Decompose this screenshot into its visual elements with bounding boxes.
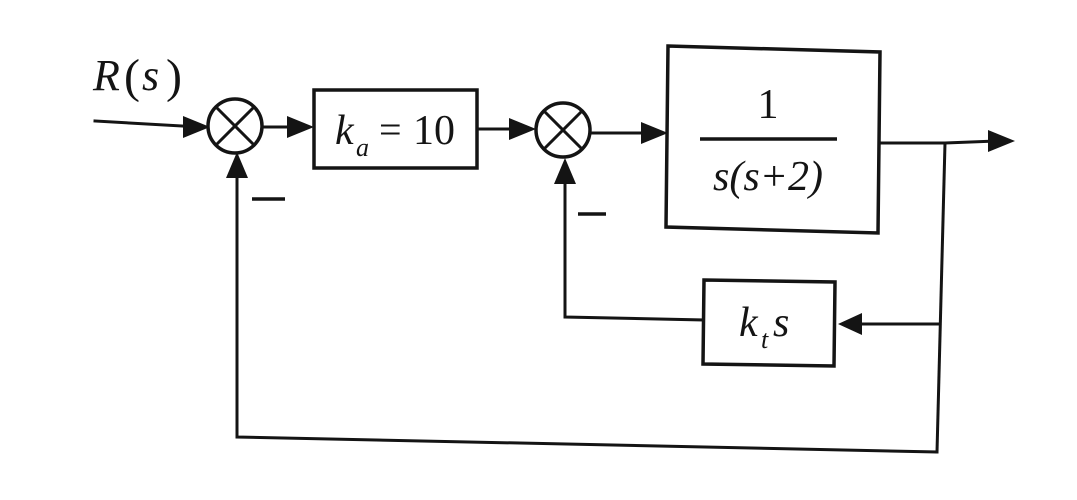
input-variable: s — [142, 51, 159, 100]
plant-input-arrowhead — [641, 122, 668, 144]
input-signal-letter: R — [92, 51, 120, 100]
feedback-symbol: k — [739, 300, 759, 346]
gain-input-arrowhead — [287, 116, 314, 138]
inner-feedback-wire-to-junction2 — [563, 176, 706, 322]
feedback-block — [701, 278, 837, 368]
input-open-paren: ( — [124, 50, 140, 103]
junction2-feedback-arrowhead — [554, 158, 576, 184]
feedback-variable: s — [773, 300, 789, 346]
gain-value: 10 — [413, 108, 455, 154]
junction1-feedback-arrowhead — [226, 152, 248, 178]
output-wire — [878, 139, 997, 145]
feedback-block-input-arrowhead — [838, 313, 862, 335]
plant-denominator: s(s+2) — [713, 154, 823, 200]
input-arrowhead — [183, 116, 210, 138]
gain-block — [312, 88, 479, 170]
output-tap-vertical-wire — [935, 141, 947, 454]
gain-symbol: k — [335, 108, 355, 154]
gain-subscript: a — [356, 133, 369, 162]
sum-junction-inner — [534, 101, 592, 159]
junction2-input-arrowhead — [509, 118, 536, 140]
sum-junction-outer — [206, 97, 264, 155]
input-close-paren: ) — [166, 50, 182, 103]
output-arrowhead — [988, 130, 1015, 152]
outer-feedback-wire — [235, 168, 939, 454]
feedback-subscript: t — [761, 325, 769, 354]
input-wire — [93, 119, 202, 129]
plant-numerator: 1 — [758, 82, 779, 128]
gain-equals: = — [379, 107, 402, 152]
